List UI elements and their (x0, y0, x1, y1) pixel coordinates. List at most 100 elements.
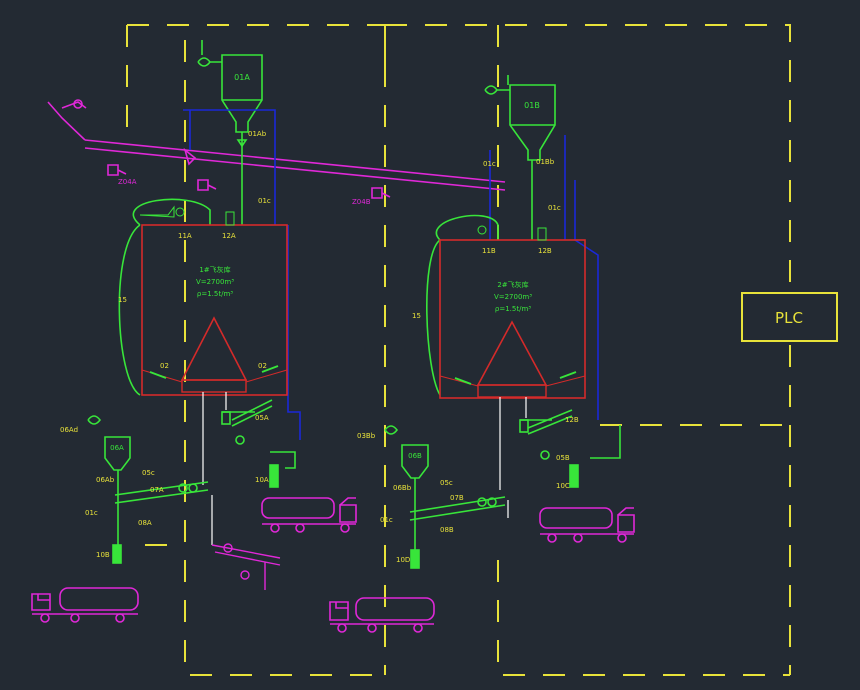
air-line-b-path (489, 135, 599, 420)
screw-08a-tag: 08A (138, 519, 152, 527)
silo-b-slopes (439, 375, 586, 387)
valve-12b-vent-tag: 12B (565, 416, 579, 424)
discharge-b (499, 397, 527, 518)
truck-10a-wheel-3 (340, 523, 350, 533)
valve-12a-icon (225, 211, 235, 226)
telescopic-chute-10d (410, 549, 420, 569)
aerator-a-left-tag: 02 (160, 362, 169, 370)
air-line-a-drop (287, 225, 301, 440)
conveyor-intake (47, 101, 87, 141)
truck-10c-tank (539, 507, 613, 529)
telescopic-chute-10c (569, 464, 579, 488)
valve-05b-icon (519, 419, 529, 433)
silo-a-desc-2: V=2700m³ (196, 278, 234, 286)
recirc-line-b (426, 214, 499, 396)
valve-12b-icon (537, 227, 547, 241)
screw-07b-tag: 07B (450, 494, 464, 502)
truck-10b (31, 587, 139, 623)
chute-10c-tag: 10C (556, 482, 570, 490)
conveyor-motor-icon (73, 99, 83, 109)
screw-07a-motor2-icon (188, 483, 198, 493)
conveyor-tag-a: Z04A (118, 178, 137, 186)
valve-12b-tag: 12B (538, 247, 552, 255)
valve-06bb-tag: 06Bb (393, 484, 412, 492)
silo-a-vessel (141, 224, 288, 396)
tanker-trucks (31, 497, 635, 633)
vent-05a-tag: 05A (255, 414, 269, 422)
feeder-a-valve-tag: 01Ab (248, 130, 267, 138)
feeder-hopper-b (484, 75, 556, 240)
vent-05b-tag: 05B (556, 454, 570, 462)
truck-10d-wheel-1 (337, 623, 347, 633)
valve-11b-icon (477, 225, 487, 235)
feeder-b-fan-icon (484, 75, 510, 95)
silo-a-desc-3: ρ=1.5t/m³ (197, 290, 233, 298)
silo-b[interactable]: 01B 01Bb 01c 01c 15 2#飞灰库 V=2700m³ ρ=1.5… (357, 75, 621, 569)
loading-station-b-right (519, 409, 621, 488)
aerators-a (149, 365, 279, 379)
truck-10a (261, 497, 357, 533)
silo-b-desc-3: ρ=1.5t/m³ (495, 305, 531, 313)
air-line-a (183, 109, 301, 440)
chute-10c-line (590, 425, 621, 459)
boundary-inner-right (497, 25, 790, 676)
truck-10a-wheel-1 (270, 523, 280, 533)
dust-branch-a-line (211, 544, 281, 590)
truck-10b-cab (31, 593, 51, 611)
loading-station-a-right (221, 399, 296, 488)
plc-frame (741, 292, 838, 342)
screw-07b-motor-icon (477, 497, 487, 507)
discharge-a (202, 392, 227, 545)
silo-b-outlet (477, 384, 547, 398)
plc-box[interactable]: PLC (741, 292, 838, 342)
feeder-hopper-b-body (509, 84, 556, 161)
feeder-a-fan-icon (197, 40, 222, 67)
valve-06ab-tag: 06Ab (96, 476, 115, 484)
truck-10a-wheel-2 (295, 523, 305, 533)
chute-10a-tag: 10A (255, 476, 269, 484)
valve-11a-tag: 11A (178, 232, 192, 240)
conveyor-drive-b-icon (371, 187, 391, 199)
valve-11a-icon (175, 207, 185, 217)
valve-05a-icon (221, 411, 231, 425)
silo-b-desc-2: V=2700m³ (494, 293, 532, 301)
screw-07b-motor2-icon (487, 497, 497, 507)
fan-03bb-icon (384, 425, 399, 435)
hopper-06a (104, 436, 131, 471)
conveyor-tag-b: Z04B (352, 198, 371, 206)
silo-a[interactable]: 01A 01Ab 01c 15 1#飞灰库 V=2700m³ ρ=1.5t/m³… (60, 40, 301, 590)
truck-10d (329, 597, 435, 633)
boundary-lower-left (184, 40, 385, 676)
truck-10b-wheel-1 (40, 613, 50, 623)
area-boundaries (126, 24, 791, 676)
truck-10d-cab (329, 601, 349, 621)
loss-05c-b-tag: 05c (440, 479, 453, 487)
aux-line-b-tag: 01c (483, 160, 496, 168)
feeder-hopper-a-body (221, 54, 263, 133)
telescopic-chute-10b (112, 544, 122, 564)
pneumatic-conveyor (47, 99, 506, 199)
hopper-06b-tag: 06B (408, 452, 422, 460)
aerators-b (454, 371, 577, 385)
air-03bb-tag: 03Bb (357, 432, 376, 440)
aux-line-a-tag: 01c (258, 197, 271, 205)
truck-10d-wheel-2 (367, 623, 377, 633)
plc-label: PLC (775, 309, 803, 327)
truck-10c (539, 507, 635, 543)
air-line-a-top (183, 109, 276, 225)
feeder-b-tag: 01B (524, 101, 540, 110)
dust-branch-a-valve2-icon (223, 543, 233, 553)
feeder-a-tag: 01A (234, 73, 250, 82)
vent-01c-b-tag: 01c (380, 516, 393, 524)
telescopic-chute-10a (269, 464, 279, 488)
truck-10c-wheel-1 (547, 533, 557, 543)
truck-10c-cab (617, 507, 635, 533)
truck-10a-tank (261, 497, 335, 519)
aux-line-b-tag2: 01c (548, 204, 561, 212)
loss-05c-a-tag: 05c (142, 469, 155, 477)
chute-10a-line (270, 451, 296, 469)
chute-10b-tag: 10B (96, 551, 110, 559)
truck-10b-tank (59, 587, 139, 611)
screw-07a-motor-icon (178, 483, 188, 493)
screw-07a-tag: 07A (150, 486, 164, 494)
